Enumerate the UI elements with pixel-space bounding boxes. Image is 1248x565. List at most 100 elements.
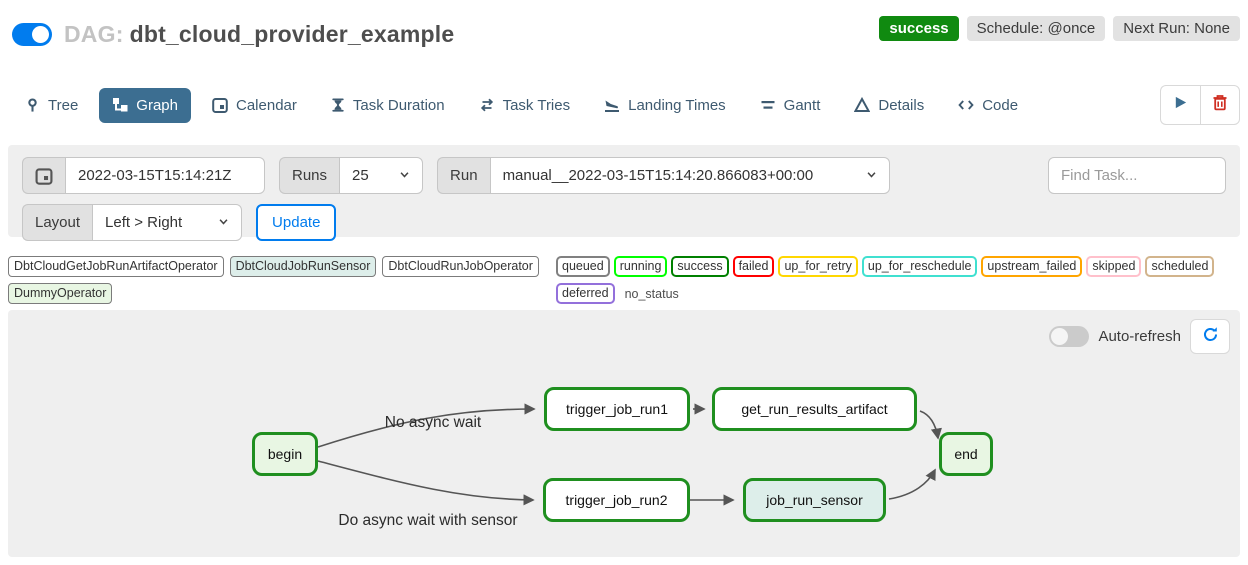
auto-refresh-controls: Auto-refresh <box>1049 319 1230 354</box>
state-badge-scheduled: scheduled <box>1145 256 1215 277</box>
tab-label: Task Tries <box>502 96 571 114</box>
filter-row-2: Layout Left > Right Update <box>22 204 1226 241</box>
state-badge-success: success <box>671 256 729 277</box>
dag-header: DAG:dbt_cloud_provider_example success S… <box>12 14 1240 54</box>
schedule-badge: Schedule: @once <box>966 16 1106 41</box>
legend: DbtCloudGetJobRunArtifactOperator DbtClo… <box>8 256 1240 304</box>
dag-prefix-label: DAG: <box>64 20 124 47</box>
auto-refresh-toggle[interactable] <box>1049 326 1090 347</box>
gantt-icon <box>760 97 776 113</box>
calendar-addon <box>22 157 65 194</box>
run-select[interactable]: manual__2022-03-15T15:14:20.866083+00:00 <box>489 157 890 194</box>
plane-landing-icon <box>604 97 620 113</box>
num-runs-value: 25 <box>352 167 369 184</box>
run-label: Run <box>437 157 490 194</box>
filter-row-1: Runs 25 Run manual__2022-03-15T15:14:20.… <box>22 157 1226 194</box>
pin-icon <box>25 97 40 113</box>
tab-label: Calendar <box>236 96 297 114</box>
state-badge-failed: failed <box>732 256 775 277</box>
operator-badge: DbtCloudRunJobOperator <box>382 256 539 277</box>
play-icon <box>1173 95 1188 115</box>
tab-label: Details <box>878 96 925 114</box>
base-date-group <box>22 157 265 194</box>
state-badge-up-for-reschedule: up_for_reschedule <box>861 256 978 277</box>
task-node-get-run-results-artifact[interactable]: get_run_results_artifact <box>712 387 917 431</box>
edge-label: Do async wait with sensor <box>338 512 518 529</box>
chevron-down-icon <box>866 167 877 184</box>
update-button[interactable]: Update <box>256 204 337 241</box>
edge-label: No async wait <box>384 414 482 431</box>
repeat-icon <box>479 97 495 113</box>
triangle-icon <box>854 97 871 113</box>
dag-name: dbt_cloud_provider_example <box>129 20 455 47</box>
runs-label: Runs <box>279 157 340 194</box>
state-badge-deferred: deferred <box>556 283 615 304</box>
num-runs-group: Runs 25 <box>279 157 424 194</box>
trash-icon <box>1212 94 1228 116</box>
tab-graph[interactable]: Graph <box>99 87 191 123</box>
chevron-down-icon <box>218 214 229 231</box>
operator-legend: DbtCloudGetJobRunArtifactOperator DbtClo… <box>8 256 556 304</box>
tab-label: Graph <box>136 96 178 114</box>
operator-badge: DummyOperator <box>8 283 113 304</box>
delete-dag-button[interactable] <box>1200 85 1240 125</box>
code-icon <box>958 97 974 113</box>
toggle-knob <box>1051 328 1069 345</box>
auto-refresh-label: Auto-refresh <box>1098 328 1181 345</box>
state-legend: queued running success failed up_for_ret… <box>556 256 1240 304</box>
tab-label: Gantt <box>783 96 821 114</box>
view-tabbar: Tree Graph Calendar Task Duration Task T… <box>12 85 1240 125</box>
tab-label: Landing Times <box>628 96 726 114</box>
chevron-down-icon <box>399 167 410 184</box>
refresh-button[interactable] <box>1190 319 1230 354</box>
tab-landing-times[interactable]: Landing Times <box>591 88 739 123</box>
dag-edges <box>317 403 942 506</box>
state-badge-skipped: skipped <box>1086 256 1142 277</box>
calendar-icon <box>212 97 228 113</box>
page-title: DAG:dbt_cloud_provider_example <box>64 21 454 48</box>
state-badge-running: running <box>613 256 668 277</box>
tab-tree[interactable]: Tree <box>12 88 91 123</box>
tab-calendar[interactable]: Calendar <box>199 88 310 123</box>
task-node-trigger-job-run1[interactable]: trigger_job_run1 <box>544 387 690 431</box>
state-label-no-status: no_status <box>624 286 679 301</box>
base-date-input[interactable] <box>65 157 265 194</box>
filter-panel: Runs 25 Run manual__2022-03-15T15:14:20.… <box>8 145 1240 241</box>
operator-badge: DbtCloudGetJobRunArtifactOperator <box>8 256 224 277</box>
task-node-end[interactable]: end <box>939 432 993 476</box>
state-badge-upstream-failed: upstream_failed <box>981 256 1083 277</box>
trigger-dag-button[interactable] <box>1160 85 1200 125</box>
layout-label: Layout <box>22 204 93 241</box>
run-value: manual__2022-03-15T15:14:20.866083+00:00 <box>502 167 814 184</box>
dag-action-buttons <box>1160 85 1240 125</box>
tab-task-duration[interactable]: Task Duration <box>318 88 458 123</box>
tab-gantt[interactable]: Gantt <box>747 88 834 123</box>
task-node-begin[interactable]: begin <box>252 432 318 476</box>
tab-code[interactable]: Code <box>945 88 1031 123</box>
tab-label: Tree <box>48 96 79 114</box>
find-task-input[interactable] <box>1048 157 1226 194</box>
state-badge-up-for-retry: up_for_retry <box>778 256 858 277</box>
task-node-trigger-job-run2[interactable]: trigger_job_run2 <box>543 478 690 522</box>
header-badges: success Schedule: @once Next Run: None <box>879 16 1240 41</box>
next-run-badge: Next Run: None <box>1113 16 1240 41</box>
tab-label: Code <box>982 96 1019 114</box>
num-runs-select[interactable]: 25 <box>339 157 424 194</box>
layout-select[interactable]: Left > Right <box>92 204 243 241</box>
graph-panel: No async wait Do async wait with sensor … <box>8 310 1240 557</box>
status-badge[interactable]: success <box>879 16 959 41</box>
dag-pause-toggle[interactable] <box>12 22 52 46</box>
layout-group: Layout Left > Right <box>22 204 243 241</box>
run-select-group: Run manual__2022-03-15T15:14:20.866083+0… <box>437 157 890 194</box>
task-node-job-run-sensor[interactable]: job_run_sensor <box>743 478 886 522</box>
tab-details[interactable]: Details <box>841 88 937 123</box>
layout-value: Left > Right <box>105 214 183 231</box>
sitemap-icon <box>112 97 128 113</box>
tab-label: Task Duration <box>352 96 445 114</box>
hourglass-icon <box>331 97 345 113</box>
toggle-knob <box>32 25 49 43</box>
operator-badge: DbtCloudJobRunSensor <box>229 256 377 277</box>
tab-task-tries[interactable]: Task Tries <box>466 88 584 123</box>
refresh-icon <box>1202 326 1219 348</box>
state-badge-queued: queued <box>556 256 610 277</box>
